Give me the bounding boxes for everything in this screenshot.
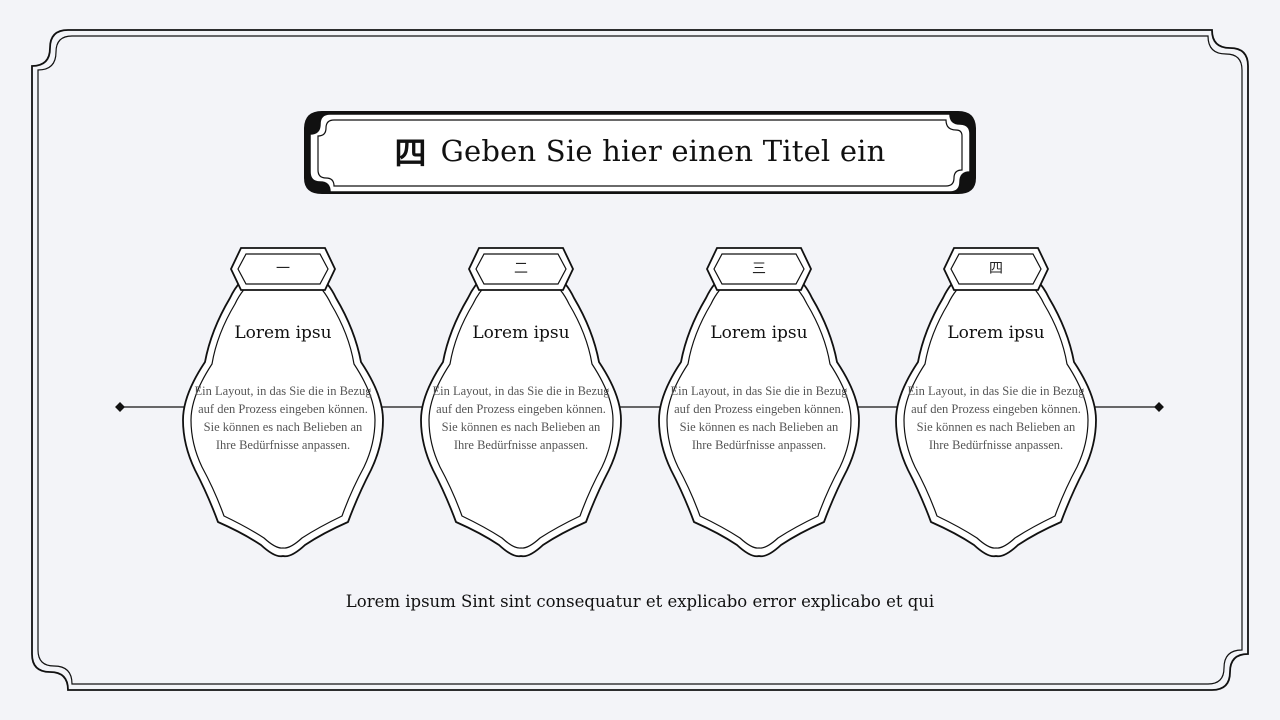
card-4-title: Lorem ipsu bbox=[947, 323, 1045, 343]
card-3-shape bbox=[658, 247, 860, 558]
card-2-shape bbox=[420, 247, 622, 558]
card-2-number: 二 bbox=[514, 261, 528, 277]
card-4[interactable]: Lorem ipsu Ein Layout, in das Sie die in… bbox=[906, 321, 1086, 454]
card-3-number: 三 bbox=[752, 261, 766, 277]
card-4-number: 四 bbox=[989, 261, 1003, 277]
timeline-dot-right bbox=[1154, 402, 1164, 412]
title-plaque bbox=[309, 113, 971, 193]
outer-frame bbox=[31, 29, 1249, 691]
card-1-shape bbox=[182, 247, 384, 558]
timeline-dot-left bbox=[115, 402, 125, 412]
title-label: Geben Sie hier einen Titel ein bbox=[440, 134, 886, 168]
card-1-body: Ein Layout, in das Sie die in Bezug auf … bbox=[194, 384, 372, 452]
title-number: 四 bbox=[394, 134, 427, 172]
card-3[interactable]: Lorem ipsu Ein Layout, in das Sie die in… bbox=[669, 321, 849, 454]
footer-text[interactable]: Lorem ipsum Sint sint consequatur et exp… bbox=[345, 592, 935, 611]
card-1-number: 一 bbox=[276, 261, 290, 277]
slide-title[interactable]: 四 Geben Sie hier einen Titel ein bbox=[310, 122, 970, 180]
card-1[interactable]: Lorem ipsu Ein Layout, in das Sie die in… bbox=[193, 321, 373, 454]
inner-frame bbox=[37, 35, 1243, 685]
card-1-title: Lorem ipsu bbox=[234, 323, 332, 343]
card-2-body: Ein Layout, in das Sie die in Bezug auf … bbox=[432, 384, 610, 452]
card-4-body: Ein Layout, in das Sie die in Bezug auf … bbox=[907, 384, 1085, 452]
card-3-title: Lorem ipsu bbox=[710, 323, 808, 343]
title-plaque-inner bbox=[317, 119, 963, 187]
card-2-title: Lorem ipsu bbox=[472, 323, 570, 343]
card-3-body: Ein Layout, in das Sie die in Bezug auf … bbox=[670, 384, 848, 452]
card-4-shape bbox=[895, 247, 1097, 558]
card-2[interactable]: Lorem ipsu Ein Layout, in das Sie die in… bbox=[431, 321, 611, 454]
